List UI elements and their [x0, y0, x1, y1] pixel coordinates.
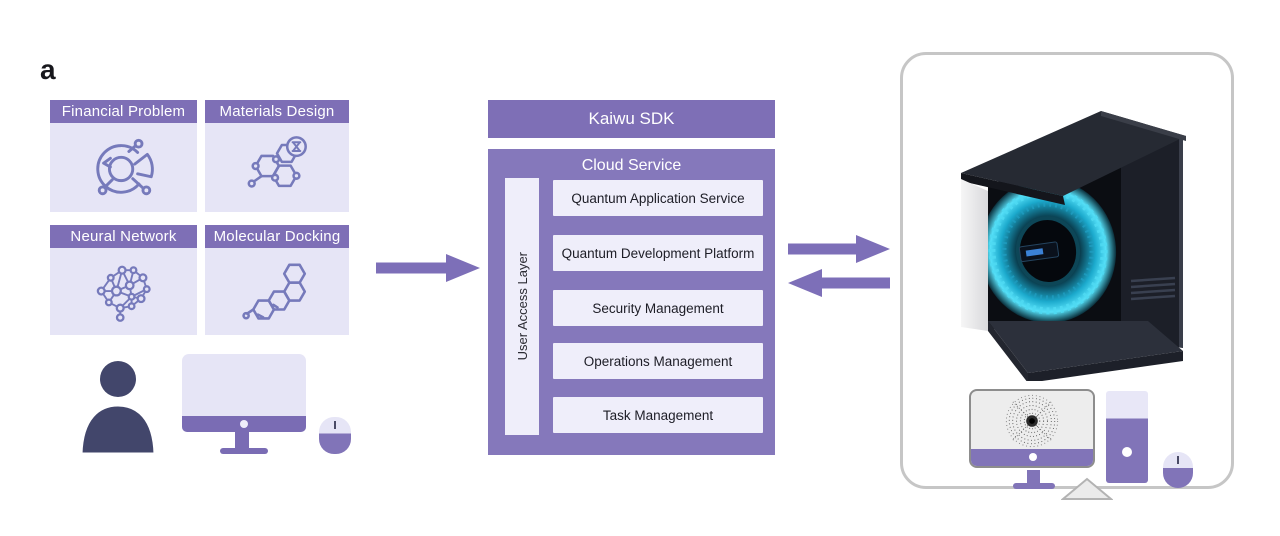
- service-quantum-development: Quantum Development Platform: [553, 235, 763, 271]
- mouse-icon: [1163, 452, 1193, 488]
- arrow-cloud-to-qpu: [788, 234, 890, 264]
- brain-network-icon: [50, 248, 197, 335]
- steroid-molecule-icon: [205, 248, 349, 335]
- tower-pc-icon: [1106, 391, 1148, 483]
- card-title: Materials Design: [205, 100, 349, 123]
- monitor-stand: [1027, 470, 1040, 483]
- quantum-computer-photo: [943, 81, 1193, 386]
- mouse-wheel: [1177, 456, 1179, 464]
- arrow-apps-to-cloud: [376, 253, 480, 283]
- tower-power-dot: [1122, 447, 1132, 457]
- graph-sphere-display: [1005, 394, 1059, 448]
- mouse-icon: [319, 417, 351, 454]
- quantum-computer-panel: [900, 52, 1234, 500]
- panel-label: a: [40, 54, 56, 85]
- service-operations-management: Operations Management: [553, 343, 763, 379]
- up-pointer-triangle: [1060, 477, 1114, 506]
- kaiwu-sdk-title: Kaiwu SDK: [588, 109, 675, 128]
- card-financial-problem: Financial Problem: [50, 100, 197, 212]
- user-access-layer-label: User Access Layer: [514, 252, 530, 361]
- monitor-power-dot: [240, 420, 248, 428]
- monitor-icon: [182, 354, 306, 454]
- monitor-power-dot: [1029, 453, 1037, 461]
- user-access-layer-bar: User Access Layer: [505, 178, 539, 435]
- card-title: Molecular Docking: [205, 225, 349, 248]
- monitor-stand: [235, 432, 249, 448]
- cloud-service-title: Cloud Service: [581, 157, 682, 174]
- donut-chart-icon: [50, 123, 197, 212]
- mouse-wheel: [334, 421, 336, 429]
- service-security-management: Security Management: [553, 290, 763, 326]
- card-title: Neural Network: [50, 225, 197, 248]
- person-icon: [76, 358, 160, 459]
- monitor-base: [1013, 483, 1055, 489]
- workstation-monitor-icon: [969, 389, 1095, 489]
- card-materials-design: Materials Design: [205, 100, 349, 212]
- card-title: Financial Problem: [50, 100, 197, 123]
- card-neural-network: Neural Network: [50, 225, 197, 335]
- monitor-base: [220, 448, 268, 454]
- kaiwu-sdk-bar: Kaiwu SDK: [488, 100, 775, 138]
- cloud-service-box: Cloud Service User Access Layer Quantum …: [488, 149, 775, 455]
- arrow-qpu-to-cloud: [788, 268, 890, 298]
- card-molecular-docking: Molecular Docking: [205, 225, 349, 335]
- service-task-management: Task Management: [553, 397, 763, 433]
- service-quantum-application: Quantum Application Service: [553, 180, 763, 216]
- molecule-hexagon-icon: [205, 123, 349, 212]
